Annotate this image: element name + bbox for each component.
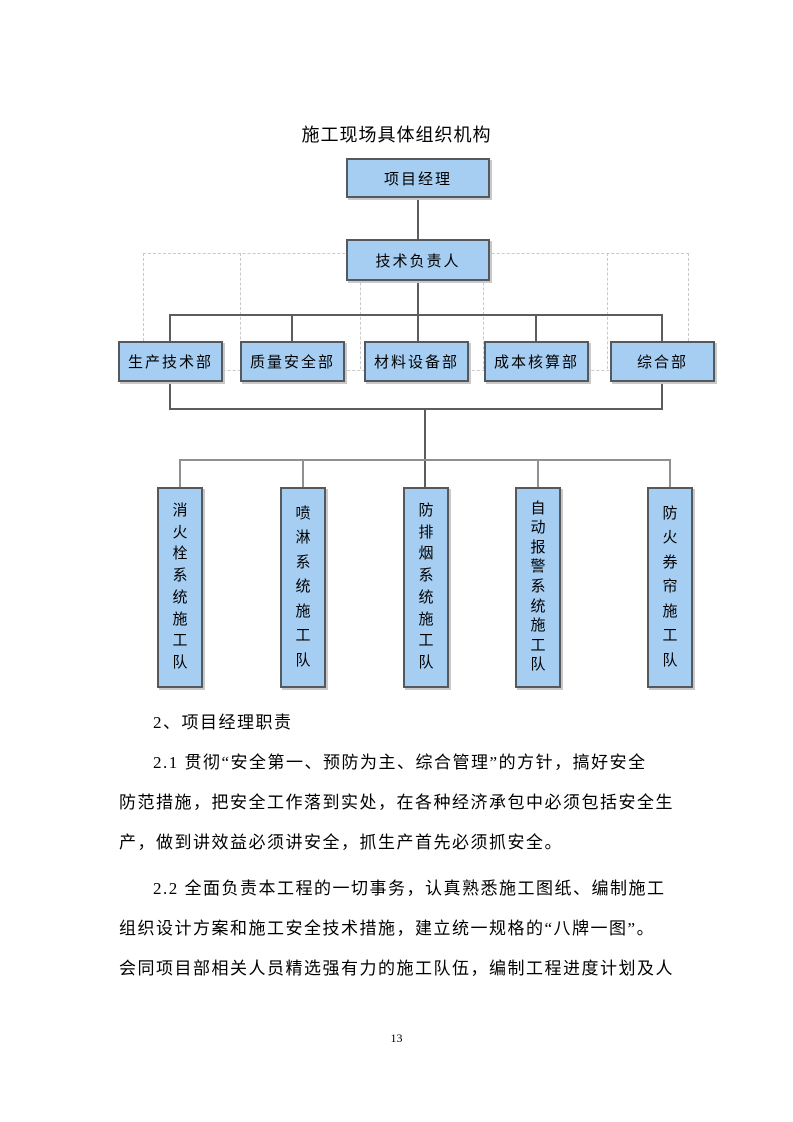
paragraph-line: 组织设计方案和施工安全技术措施，建立统一规格的“八牌一图”。 xyxy=(119,919,656,938)
org-node-team-smoke-control: 防排烟系统施工队 xyxy=(403,487,449,688)
page-number: 13 xyxy=(390,1031,403,1045)
org-node-team-fire-hydrant: 消火栓系统施工队 xyxy=(157,487,203,688)
dashed-guide-line xyxy=(483,253,484,369)
section-heading: 2、项目经理职责 xyxy=(153,713,293,732)
connector-line xyxy=(669,461,671,487)
body-text: 2、项目经理职责 2.1 贯彻“安全第一、预防为主、综合管理”的方针，搞好安全 … xyxy=(119,703,685,989)
dashed-guide-line xyxy=(360,253,361,369)
connector-line xyxy=(661,382,663,409)
connector-line xyxy=(417,281,419,341)
org-node-team-fire-shutter: 防火券帘施工队 xyxy=(647,487,693,688)
org-node-team-sprinkler: 喷淋系统施工队 xyxy=(280,487,326,688)
org-node-materials-equipment-dept: 材料设备部 xyxy=(364,341,469,382)
org-node-general-dept: 综合部 xyxy=(610,341,715,382)
connector-line xyxy=(291,315,293,341)
connector-line xyxy=(169,408,663,410)
connector-line xyxy=(169,315,171,341)
org-node-quality-safety-dept: 质量安全部 xyxy=(240,341,345,382)
org-node-cost-accounting-dept: 成本核算部 xyxy=(484,341,589,382)
connector-line xyxy=(537,461,539,487)
connector-line xyxy=(179,459,671,461)
connector-line xyxy=(535,315,537,341)
paragraph-line: 2.2 全面负责本工程的一切事务，认真熟悉施工图纸、编制施工 xyxy=(153,879,666,898)
org-node-project-manager: 项目经理 xyxy=(346,158,490,198)
org-node-team-fire-alarm: 自动报警系统施工队 xyxy=(515,487,561,688)
org-chart-title: 施工现场具体组织机构 xyxy=(301,125,492,145)
paragraph-line: 2.1 贯彻“安全第一、预防为主、综合管理”的方针，搞好安全 xyxy=(153,753,647,772)
connector-line xyxy=(424,410,426,487)
paragraph-line: 产，做到讲效益必须讲安全，抓生产首先必须抓安全。 xyxy=(119,833,563,852)
connector-line xyxy=(169,382,171,409)
dashed-guide-line xyxy=(607,253,608,369)
connector-line xyxy=(169,314,663,316)
dashed-guide-line xyxy=(240,253,241,369)
connector-line xyxy=(302,461,304,487)
paragraph-line: 防范措施，把安全工作落到实处，在各种经济承包中必须包括安全生 xyxy=(119,793,674,812)
connector-line xyxy=(179,461,181,487)
org-node-production-tech-dept: 生产技术部 xyxy=(118,341,223,382)
org-node-technical-director: 技术负责人 xyxy=(346,239,490,281)
connector-line xyxy=(417,198,419,239)
paragraph-line: 会同项目部相关人员精选强有力的施工队伍，编制工程进度计划及人 xyxy=(119,959,674,978)
connector-line xyxy=(661,315,663,341)
